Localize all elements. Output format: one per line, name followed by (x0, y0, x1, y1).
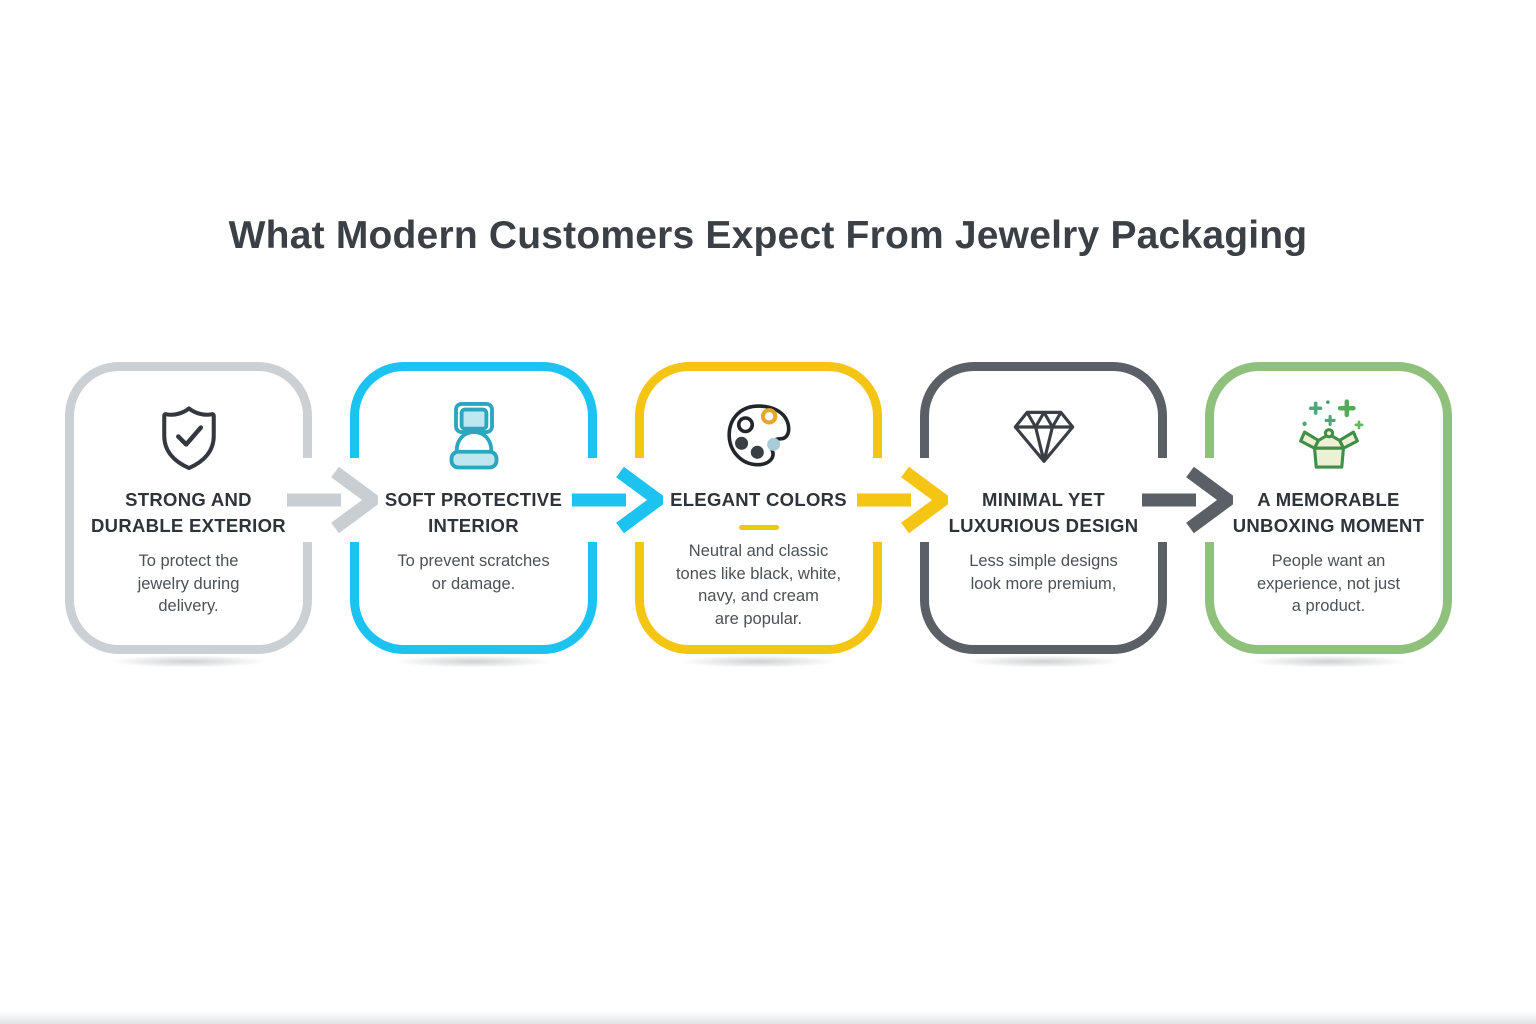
card-soft-interior: SOFT PROTECTIVE INTERIOR To prevent scra… (348, 362, 599, 670)
gift-box-sparkles-icon (1289, 397, 1369, 475)
card-shadow (1220, 653, 1437, 670)
card-title: MINIMAL YET LUXURIOUS DESIGN (948, 489, 1139, 536)
page-title: What Modern Customers Expect From Jewelr… (228, 214, 1308, 257)
shield-check-icon (153, 397, 225, 475)
card-title: SOFT PROTECTIVE INTERIOR (384, 489, 563, 536)
card-body: People want an experience, not just a pr… (1256, 551, 1401, 616)
flow-arrow-3 (857, 466, 948, 534)
card-body: Less simple designs look more premium, (969, 551, 1118, 593)
card-shadow (80, 653, 297, 670)
palette-icon (723, 397, 795, 475)
card-shadow (650, 653, 867, 670)
card-body: To prevent scratches or damage. (397, 551, 550, 593)
card-shadow (365, 653, 582, 670)
card-title: ELEGANT COLORS (670, 489, 847, 510)
card-body: To protect the jewelry during delivery. (137, 551, 240, 616)
ring-box-icon (438, 397, 510, 475)
flow-arrow-2 (572, 466, 663, 534)
diamond-icon (1008, 397, 1080, 475)
page-bottom-shade (0, 1011, 1536, 1024)
card-title: A MEMORABLE UNBOXING MOMENT (1232, 489, 1425, 536)
cards-row: STRONG AND DURABLE EXTERIOR To protect t… (65, 362, 1452, 670)
card-shadow (935, 653, 1152, 670)
card-title: STRONG AND DURABLE EXTERIOR (91, 489, 286, 536)
flow-arrow-1 (287, 466, 378, 534)
title-divider (738, 524, 779, 530)
card-unboxing-moment: A MEMORABLE UNBOXING MOMENT People want … (1203, 362, 1452, 670)
card-body: Neutral and classic tones like black, wh… (675, 541, 842, 629)
flow-arrow-4 (1142, 466, 1233, 534)
card-elegant-colors: ELEGANT COLORS Neutral and classic tones… (633, 362, 884, 670)
card-minimal-design: MINIMAL YET LUXURIOUS DESIGN Less simple… (918, 362, 1169, 670)
card-strong-exterior: STRONG AND DURABLE EXTERIOR To protect t… (65, 362, 314, 670)
